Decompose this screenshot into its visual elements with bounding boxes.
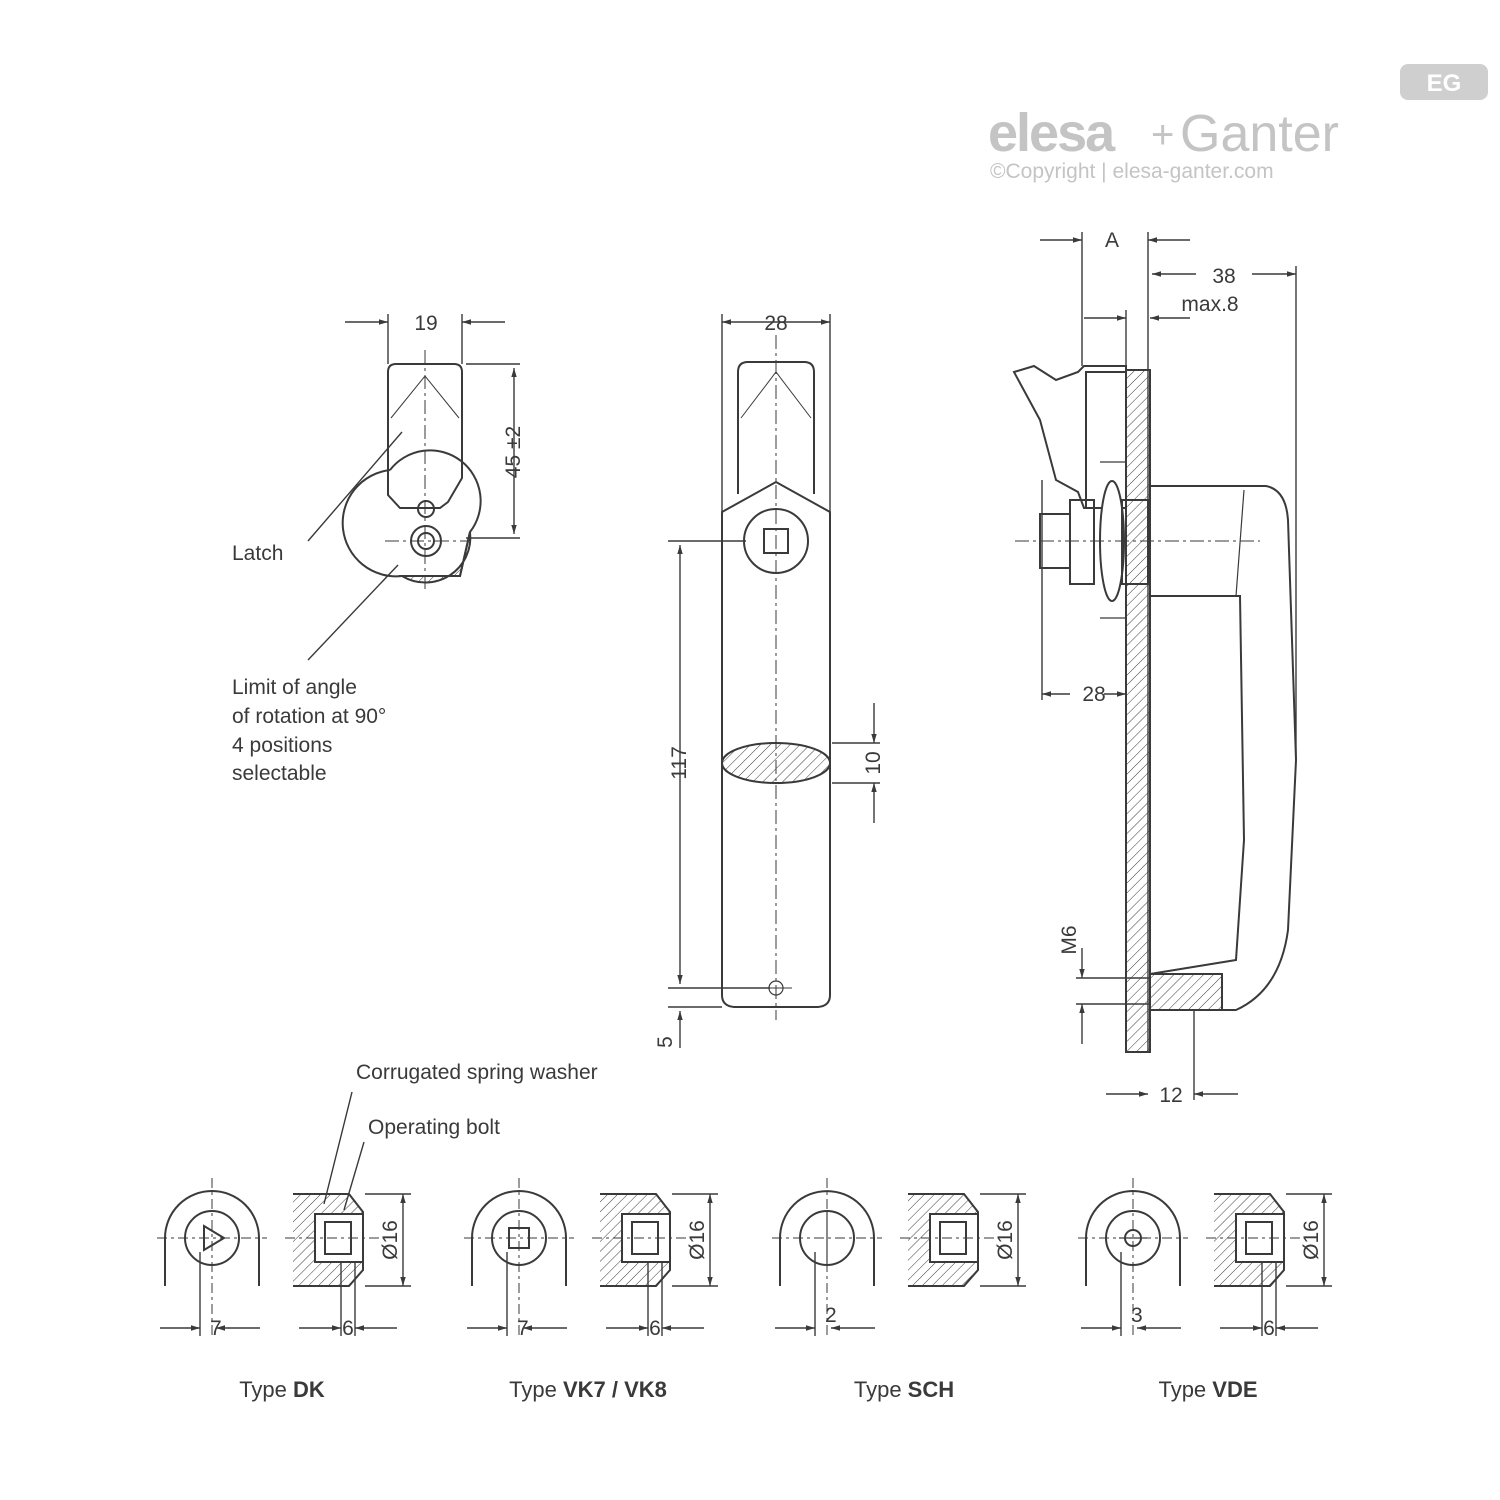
type-left-dim-label-2: 7 [517, 1317, 529, 1340]
leader-washer-bolt [323, 1091, 365, 1211]
type-right-dim-1 [299, 1262, 397, 1336]
type-diameter-label-4: Ø16 [1300, 1220, 1323, 1260]
type-diameter-dim-4 [1286, 1193, 1332, 1287]
dim-side-depth [1041, 480, 1126, 700]
note-limit-line2: of rotation at 90° [232, 705, 386, 728]
type-label-2: Type VK7 / VK8 [509, 1377, 667, 1402]
handle-front-view [721, 335, 831, 1020]
type-variant-2 [464, 1178, 574, 1336]
dim-front-grip [832, 703, 880, 823]
type-right-dim-label-4: 6 [1263, 1317, 1275, 1340]
type-left-dim-2 [467, 1252, 567, 1336]
type-variant-4 [1078, 1178, 1188, 1336]
dim-front-offset-label: 5 [654, 1036, 677, 1048]
dim-top-width [345, 314, 505, 364]
type-section-1 [285, 1193, 383, 1287]
type-left-dim-1 [160, 1252, 260, 1336]
dim-side-a [1040, 232, 1190, 1052]
note-limit-line4: selectable [232, 762, 327, 785]
dim-front-grip-label: 10 [862, 751, 885, 774]
type-left-dim-3 [775, 1252, 875, 1336]
note-bolt: Operating bolt [368, 1116, 500, 1139]
dim-side-thread-label: M6 [1058, 925, 1081, 954]
type-diameter-label-2: Ø16 [686, 1220, 709, 1260]
type-label-4: Type VDE [1158, 1377, 1257, 1402]
type-left-dim-label-1: 7 [210, 1317, 222, 1340]
type-diameter-label-3: Ø16 [994, 1220, 1017, 1260]
logo-brand-ganter: Ganter [1180, 105, 1339, 163]
type-label-3: Type SCH [854, 1377, 954, 1402]
logo-copyright: ©Copyright | elesa-ganter.com [990, 160, 1274, 183]
type-right-dim-label-2: 6 [649, 1317, 661, 1340]
type-right-dim-label-1: 6 [342, 1317, 354, 1340]
note-limit-line1: Limit of angle [232, 676, 357, 699]
note-limit-line3: 4 positions [232, 734, 332, 757]
type-section-2 [592, 1193, 690, 1287]
dim-side-max [1084, 310, 1190, 370]
dim-top-height-label: 45 ±2 [502, 426, 525, 478]
type-variant-1 [157, 1178, 267, 1336]
type-variant-3 [772, 1178, 882, 1336]
type-label-1: Type DK [239, 1377, 325, 1402]
dim-side-max-label: max.8 [1181, 293, 1238, 316]
dim-side-bottom [1106, 1010, 1238, 1100]
dim-side-a-label: A [1105, 229, 1119, 252]
dim-side-total [1152, 266, 1297, 760]
brand-logo: EG elesa + Ganter ©Copyright | elesa-gan… [988, 64, 1488, 183]
dim-side-depth-label: 28 [1082, 683, 1105, 706]
type-section-3 [900, 1193, 998, 1287]
type-right-dim-4 [1220, 1262, 1318, 1336]
dim-front-width [721, 314, 831, 512]
type-diameter-dim-3 [980, 1193, 1026, 1287]
dim-side-bottom-label: 12 [1159, 1084, 1182, 1107]
note-washer: Corrugated spring washer [356, 1061, 598, 1084]
type-left-dim-label-4: 3 [1131, 1304, 1143, 1327]
type-diameter-dim-2 [672, 1193, 718, 1287]
type-section-4 [1206, 1193, 1304, 1287]
logo-badge [1400, 64, 1488, 100]
leader-latch [307, 431, 403, 661]
type-left-dim-4 [1081, 1252, 1181, 1336]
dim-front-length [668, 540, 770, 1048]
dim-top-height [466, 363, 520, 539]
type-diameter-dim-1 [365, 1193, 411, 1287]
latch-top-view [341, 350, 482, 590]
type-left-dim-label-3: 2 [825, 1304, 837, 1327]
logo-badge-text: EG [1427, 70, 1462, 97]
dim-side-thread [1076, 948, 1150, 1044]
logo-brand-plus: + [1151, 113, 1174, 157]
dim-side-total-label: 38 [1212, 265, 1235, 288]
type-diameter-label-1: Ø16 [379, 1220, 402, 1260]
logo-brand-elesa: elesa [988, 103, 1116, 163]
note-latch: Latch [232, 542, 283, 565]
type-right-dim-2 [606, 1262, 704, 1336]
dim-front-width-label: 28 [764, 312, 787, 335]
dim-front-length-label: 117 [668, 746, 691, 779]
dim-top-width-label: 19 [414, 312, 437, 335]
handle-side-view [1012, 364, 1298, 1053]
